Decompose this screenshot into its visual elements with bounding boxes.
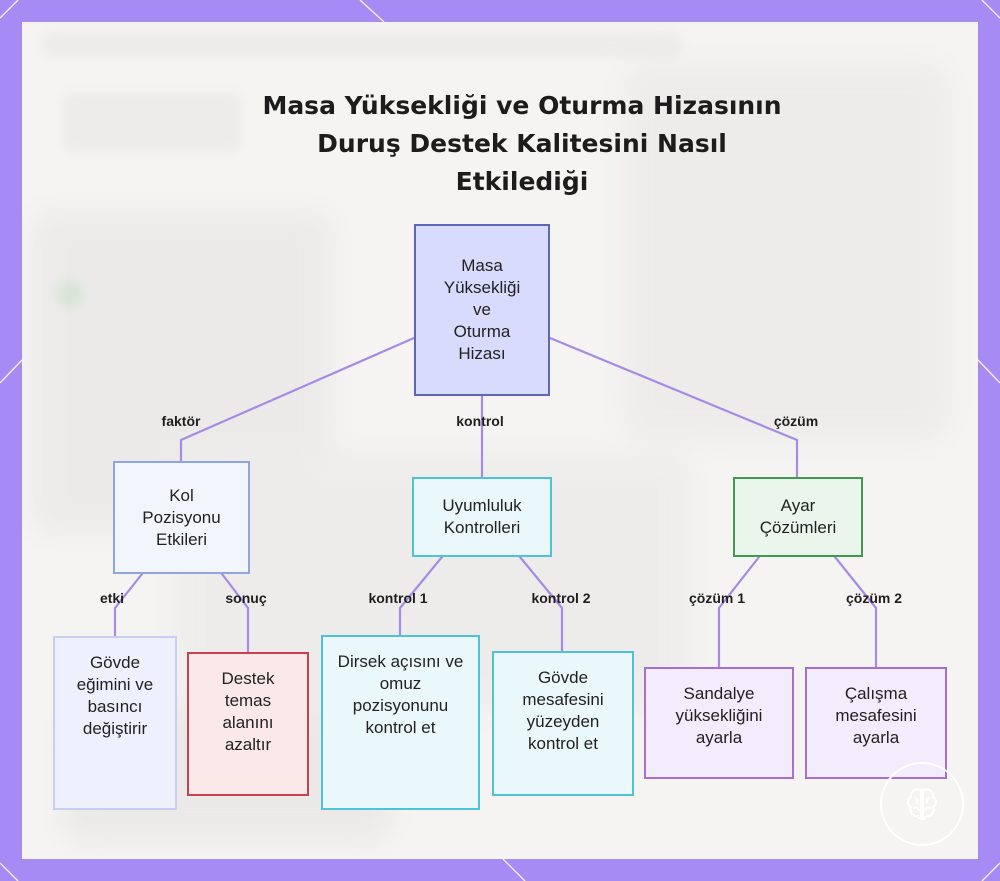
connector-root-arm bbox=[179, 336, 416, 463]
node-elbow-shoulder: Dirsek açısını ve omuz pozisyonunu kontr… bbox=[321, 635, 480, 810]
node-support-contact: Destek temas alanını azaltır bbox=[187, 652, 309, 796]
diagram-panel: Masa Yüksekliği ve Oturma Hizasının Duru… bbox=[22, 22, 978, 859]
edge-label-solution: çözüm bbox=[773, 413, 819, 429]
node-compatibility-checks: Uyumluluk Kontrolleri bbox=[412, 477, 552, 557]
title-line-1: Masa Yüksekliği ve Oturma Hizasının bbox=[262, 91, 782, 120]
brain-icon bbox=[907, 788, 937, 821]
connector-lines bbox=[113, 336, 878, 669]
edge-label-control: kontrol bbox=[456, 413, 504, 429]
node-adjustment-solutions: Ayar Çözümleri bbox=[733, 477, 863, 557]
connector-solutions-work bbox=[833, 555, 878, 669]
edge-label-factor: faktör bbox=[161, 413, 201, 429]
edge-label-result: sonuç bbox=[225, 590, 267, 606]
title-line-3: Etkilediği bbox=[455, 167, 589, 196]
edge-label-control-1: kontrol 1 bbox=[368, 590, 428, 606]
edge-label-solution-1: çözüm 1 bbox=[688, 590, 746, 606]
edge-label-effect: etki bbox=[99, 590, 125, 606]
edge-label-solution-2: çözüm 2 bbox=[845, 590, 903, 606]
node-posture-change: Gövde eğimini ve basıncı değiştirir bbox=[53, 636, 177, 810]
node-trunk-distance: Gövde mesafesini yüzeyden kontrol et bbox=[492, 651, 634, 796]
connector-arm-posture bbox=[113, 572, 144, 638]
node-chair-height: Sandalye yüksekliğini ayarla bbox=[644, 667, 794, 779]
brand-logo bbox=[880, 762, 964, 846]
connector-compat-distance bbox=[518, 555, 564, 653]
node-arm-effects: Kol Pozisyonu Etkileri bbox=[113, 461, 250, 574]
node-work-distance: Çalışma mesafesini ayarla bbox=[805, 667, 947, 779]
connector-solutions-chair bbox=[717, 555, 761, 669]
edge-label-control-2: kontrol 2 bbox=[531, 590, 591, 606]
diagram-title: Masa Yüksekliği ve Oturma Hizasının Duru… bbox=[172, 87, 872, 201]
node-root: Masa Yüksekliği ve Oturma Hizası bbox=[414, 224, 550, 396]
connector-root-solutions bbox=[548, 336, 799, 479]
title-line-2: Duruş Destek Kalitesini Nasıl bbox=[317, 129, 727, 158]
connector-compat-elbow bbox=[398, 555, 444, 637]
connector-arm-support bbox=[220, 572, 250, 654]
